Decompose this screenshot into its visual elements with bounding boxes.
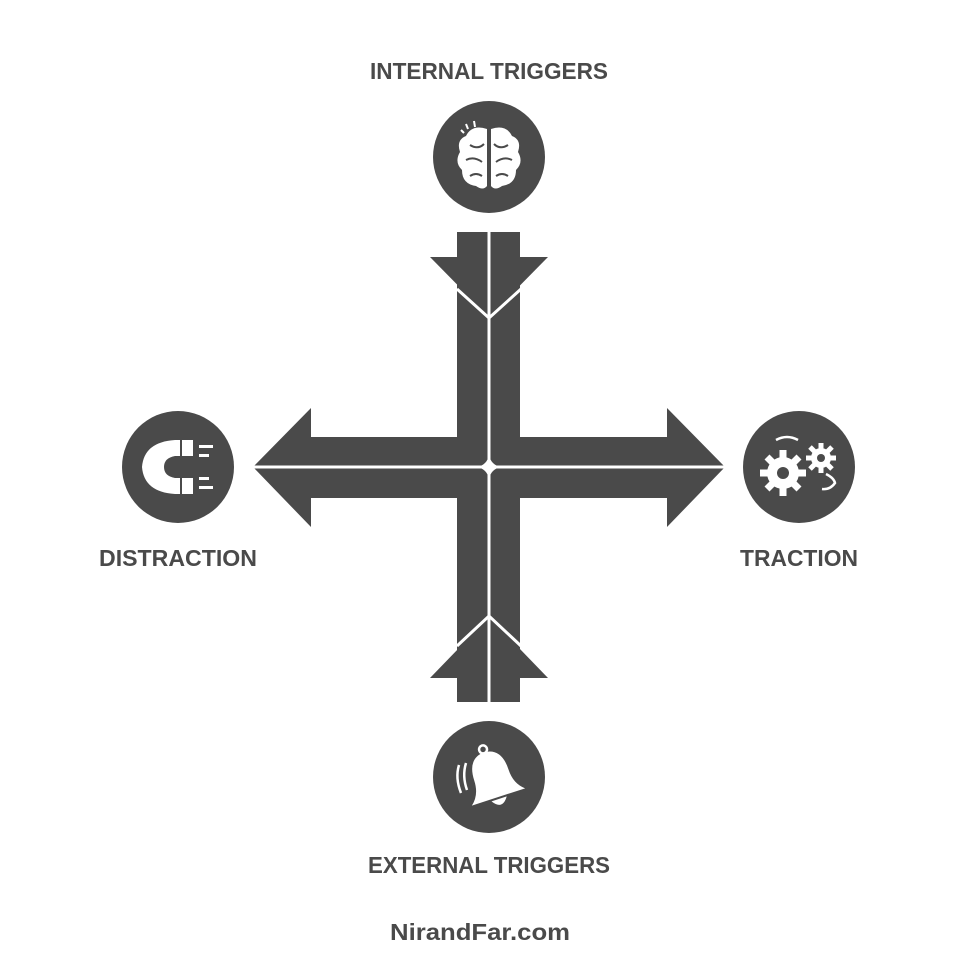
footer-site-name: NirandFar.com (390, 919, 570, 945)
label-external-triggers: EXTERNAL TRIGGERS (368, 852, 610, 878)
bell-icon (433, 721, 545, 833)
label-internal-triggers: INTERNAL TRIGGERS (370, 58, 608, 84)
label-distraction: DISTRACTION (99, 545, 257, 571)
gears-icon (743, 411, 855, 523)
inner-corners (447, 427, 530, 508)
center-star (477, 455, 501, 479)
brain-icon (433, 101, 545, 213)
label-traction: TRACTION (740, 545, 858, 571)
magnet-icon (122, 411, 234, 523)
